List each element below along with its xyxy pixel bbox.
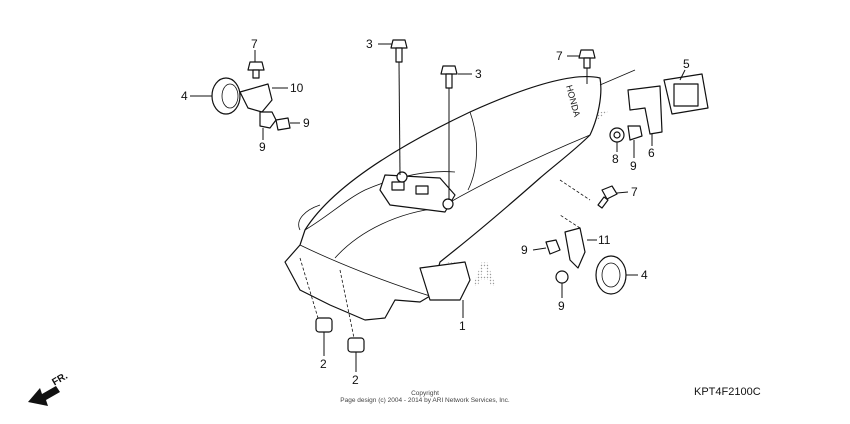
grommet-2-left (315, 317, 333, 333)
bracket-11 (564, 227, 586, 269)
bolt-7-right (597, 185, 618, 209)
bolt-7-top (578, 49, 596, 69)
bracket-10 (239, 83, 273, 113)
nut-9-right-mid (545, 239, 561, 255)
diagram-code: KPT4F2100C (694, 386, 761, 398)
bolt-3-middle (440, 65, 458, 89)
reflector-right (595, 255, 627, 295)
callout-11: 11 (598, 233, 611, 247)
bolt-3-upper (390, 39, 408, 63)
callout-9-left-low: 9 (259, 140, 266, 154)
callout-7-right: 7 (631, 185, 638, 199)
copyright-line-1: Copyright (411, 390, 439, 397)
rear-fender: HONDA (284, 75, 602, 321)
collar-8 (609, 127, 625, 143)
callout-7-left: 7 (251, 37, 258, 51)
callout-2-left: 2 (320, 357, 327, 371)
nut-9-right-low (555, 270, 569, 284)
nut-9-left (259, 111, 291, 131)
leader-lines (190, 43, 686, 372)
callout-9-right-upper: 9 (630, 159, 637, 173)
callout-4-right: 4 (641, 268, 648, 282)
callout-9-right-mid: 9 (521, 243, 528, 257)
callout-7-top: 7 (556, 49, 563, 63)
callout-8: 8 (612, 152, 619, 166)
bracket-6 (627, 85, 663, 135)
reflector-left (211, 77, 241, 115)
bolt-7-left (247, 61, 265, 79)
nut-9-right-upper (627, 125, 643, 141)
callout-2-right: 2 (352, 373, 359, 387)
tail-lens-5 (663, 73, 709, 115)
callout-9-left-right: 9 (303, 116, 310, 130)
callout-1: 1 (459, 319, 466, 333)
callout-labels: 3 3 7 4 10 9 9 7 5 8 6 9 7 11 9 4 9 1 2 … (181, 37, 690, 387)
callout-10: 10 (290, 81, 304, 95)
callout-5: 5 (683, 57, 690, 71)
callout-4-left: 4 (181, 89, 188, 103)
callout-6: 6 (648, 146, 655, 160)
grommet-2-right (347, 337, 365, 353)
callout-3-middle: 3 (475, 67, 482, 81)
callout-3-upper: 3 (366, 37, 373, 51)
front-direction-arrow-icon (28, 386, 60, 406)
callout-9-right-low: 9 (558, 299, 565, 313)
copyright-line-2: Page design (c) 2004 - 2014 by ARI Netwo… (340, 397, 510, 404)
